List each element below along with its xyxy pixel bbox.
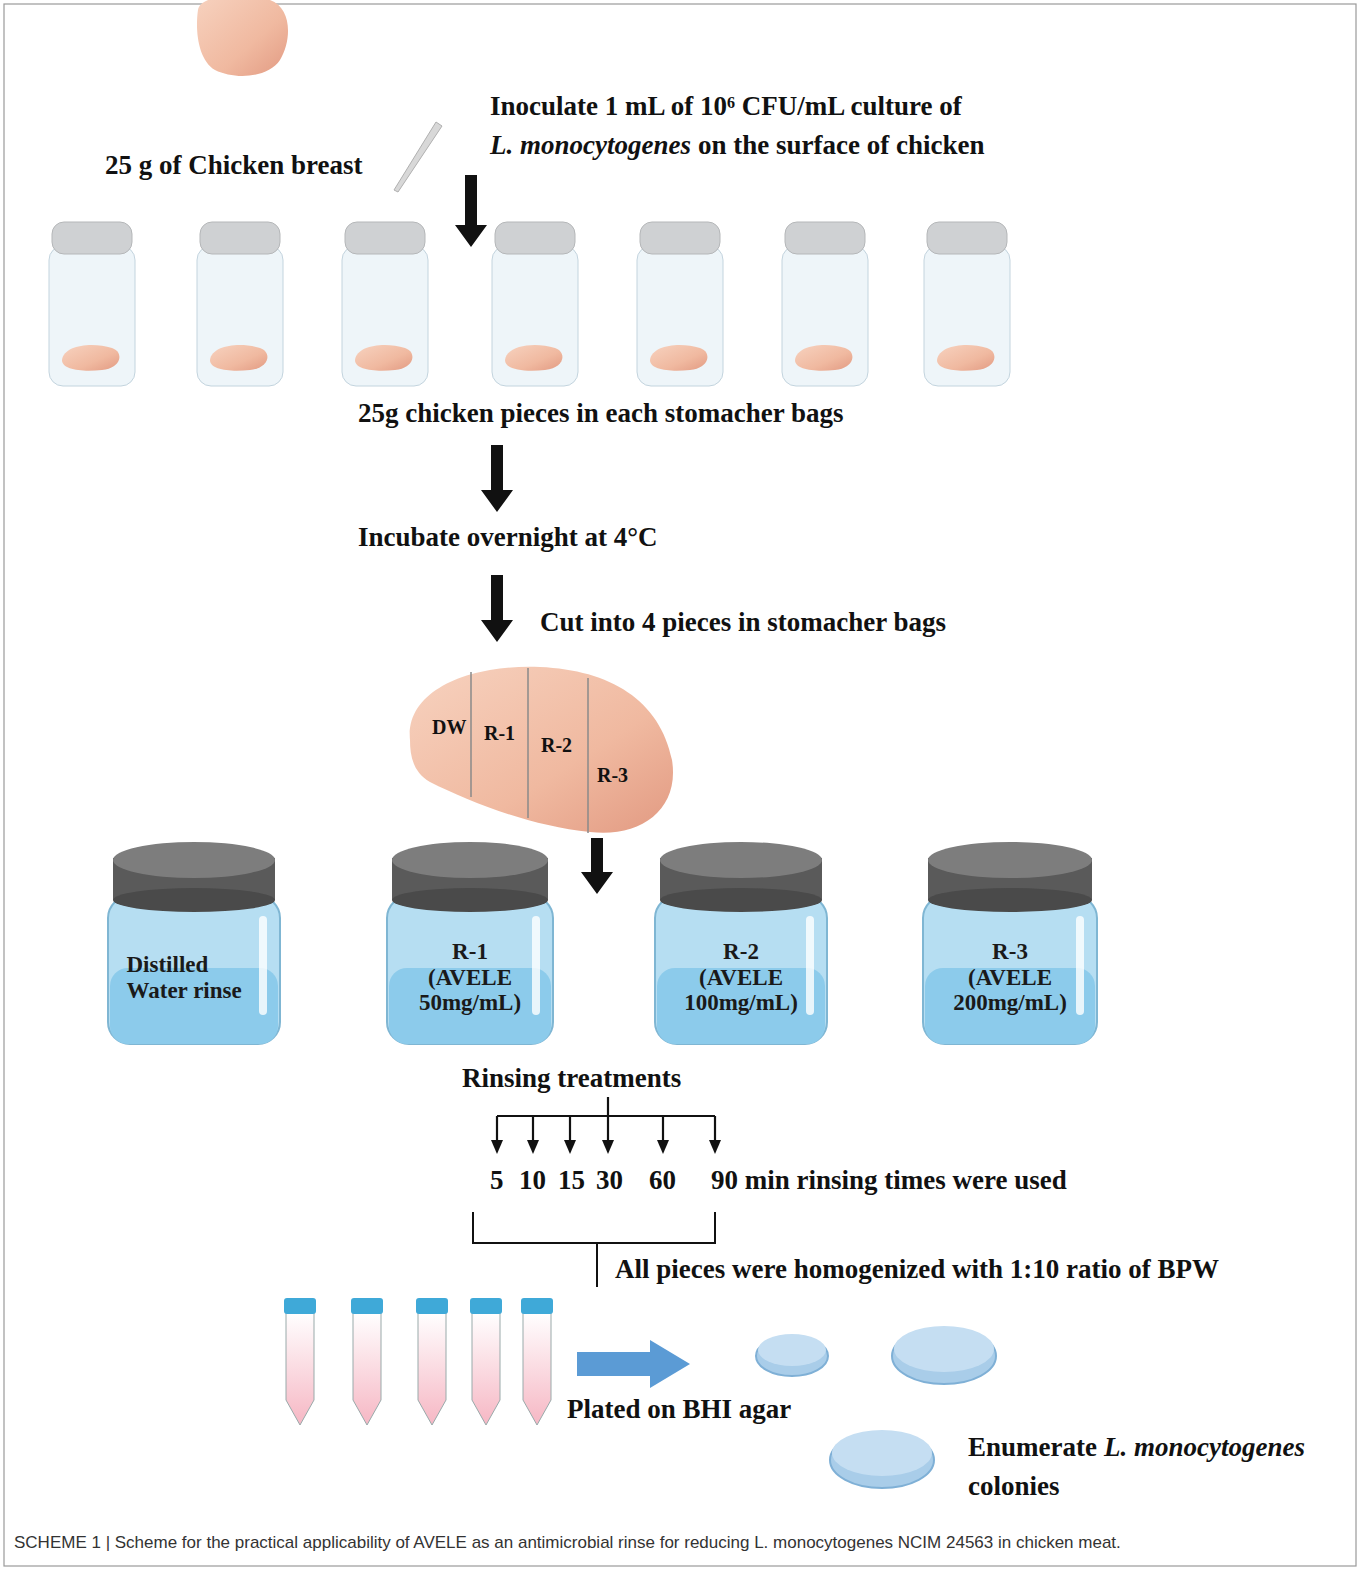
jar-label: R-1 (AVELE 50mg/mL)	[414, 939, 526, 1016]
step-label: Plated on BHI agar	[567, 1394, 791, 1425]
step-label: Cut into 4 pieces in stomacher bags	[540, 607, 946, 638]
chicken-cut	[410, 667, 673, 833]
step-label: 5	[490, 1165, 504, 1196]
petri-dishes	[756, 1326, 996, 1488]
down-arrow	[581, 838, 613, 894]
step-label: Rinsing treatments	[462, 1063, 681, 1094]
step-label: colonies	[968, 1471, 1060, 1502]
step-label: on the surface of chicken	[698, 130, 984, 161]
rinse-jar: R-3 (AVELE 200mg/mL)	[920, 840, 1100, 1047]
step-label: R-2	[541, 734, 572, 757]
rinse-jar: R-1 (AVELE 50mg/mL)	[384, 840, 556, 1047]
step-label: 30	[596, 1165, 623, 1196]
caption: SCHEME 1 | Scheme for the practical appl…	[14, 1533, 1344, 1553]
jar-shape	[105, 840, 283, 1047]
chicken-breast	[197, 0, 288, 76]
step-label: Incubate overnight at 4°C	[358, 522, 658, 553]
step-label: Enumerate	[968, 1432, 1097, 1463]
jar-label: R-2 (AVELE 100mg/mL)	[682, 939, 800, 1016]
rinse-jar: R-2 (AVELE 100mg/mL)	[652, 840, 830, 1047]
jar-label: Distilled Water rinse	[127, 952, 262, 1004]
tubes	[284, 1298, 553, 1425]
step-label: 25 g of Chicken breast	[105, 150, 363, 181]
step-label: L. monocytogenes	[1104, 1432, 1305, 1463]
block-arrow	[577, 1340, 690, 1388]
step-label: 90 min rinsing times were used	[711, 1165, 1067, 1196]
down-arrow	[481, 445, 513, 512]
step-label: 25g chicken pieces in each stomacher bag…	[358, 398, 843, 429]
cut-line	[527, 668, 529, 818]
step-label: 10	[519, 1165, 546, 1196]
jar-label: R-3 (AVELE 200mg/mL)	[951, 939, 1069, 1016]
cut-line	[587, 678, 589, 833]
rinse-jar: Distilled Water rinse	[105, 840, 283, 1047]
cut-line	[470, 672, 472, 797]
time-branches	[497, 1097, 715, 1142]
down-arrow	[455, 175, 487, 247]
step-label: All pieces were homogenized with 1:10 ra…	[615, 1254, 1219, 1285]
pipette	[394, 122, 442, 192]
step-label: Inoculate 1 mL of 10⁶ CFU/mL culture of	[490, 91, 962, 122]
frame	[4, 4, 1356, 1566]
step-label: 60	[649, 1165, 676, 1196]
step-label: DW	[432, 716, 466, 739]
step-label: 15	[558, 1165, 585, 1196]
stomacher-bags	[49, 222, 1010, 386]
step-label: R-3	[597, 764, 628, 787]
arrow-heads	[491, 1140, 721, 1154]
step-label: R-1	[484, 722, 515, 745]
step-label: L. monocytogenes	[490, 130, 691, 161]
down-arrow	[481, 575, 513, 642]
